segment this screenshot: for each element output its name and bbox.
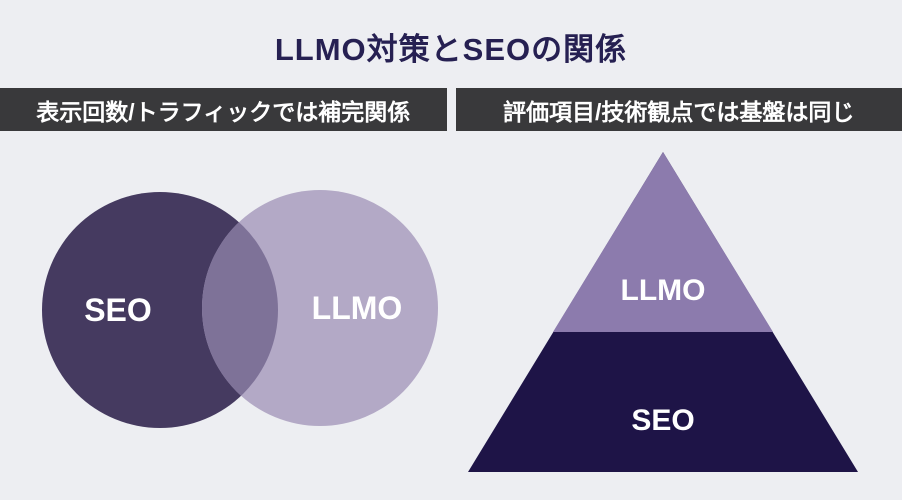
banner-right: 評価項目/技術観点では基盤は同じ: [455, 88, 902, 131]
pyramid-top-section: [553, 152, 773, 332]
page-title: LLMO対策とSEOの関係: [274, 32, 628, 67]
diagrams-canvas: SEO LLMO LLMO SEO: [42, 152, 858, 472]
venn-label-seo: SEO: [84, 292, 152, 328]
venn-overlap-region: [202, 192, 278, 426]
banner-row: 表示回数/トラフィックでは補完関係 評価項目/技術観点では基盤は同じ: [0, 88, 902, 131]
venn-label-llmo: LLMO: [312, 290, 403, 326]
pyramid-label-seo: SEO: [631, 404, 694, 437]
pyramid-label-llmo: LLMO: [621, 274, 706, 307]
banner-left: 表示回数/トラフィックでは補完関係: [0, 88, 447, 131]
